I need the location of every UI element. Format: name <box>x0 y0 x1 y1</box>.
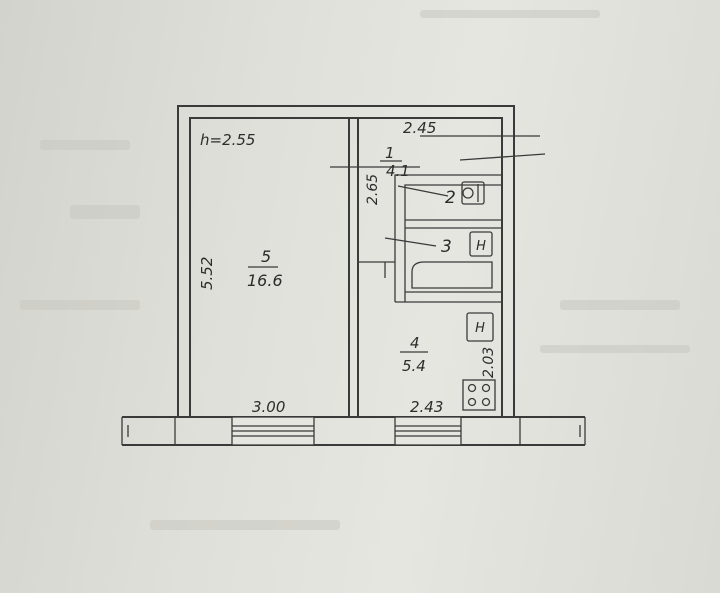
room-2-number: 2 <box>445 188 456 208</box>
room-4-area: 5.4 <box>402 357 426 375</box>
room-5-area: 16.6 <box>247 271 283 290</box>
room-5-number: 5 <box>261 247 271 266</box>
window-kitchen <box>394 416 462 446</box>
toilet-icon <box>461 181 485 205</box>
facade-wall <box>121 416 586 446</box>
dim-hall-length: 2.65 <box>365 174 381 205</box>
room-4-number: 4 <box>410 334 420 352</box>
room-1-area: 4.1 <box>386 162 410 180</box>
stove-icon <box>462 379 496 411</box>
background-print-marks <box>20 10 690 530</box>
dim-room-width: 3.00 <box>252 398 285 416</box>
dim-kitchen-width: 2.43 <box>410 398 443 416</box>
outer-wall <box>177 105 515 417</box>
bathroom-block <box>394 174 502 303</box>
sink-label: Н <box>476 239 486 254</box>
leader-lines <box>330 135 546 278</box>
window-room <box>231 416 315 446</box>
room-1-number: 1 <box>385 144 395 162</box>
ceiling-height-label: h=2.55 <box>200 131 255 149</box>
kitchen-sink-label: Н <box>475 321 485 336</box>
dim-hall-width: 2.45 <box>403 119 436 137</box>
partition-wall <box>348 118 359 417</box>
sink-icon <box>469 231 493 257</box>
dim-room-length: 5.52 <box>198 257 216 290</box>
bathtub-icon <box>411 261 493 289</box>
room-3-number: 3 <box>441 237 452 257</box>
kitchen-sink-icon <box>466 312 494 342</box>
dim-kitchen-length: 2.03 <box>481 347 497 378</box>
